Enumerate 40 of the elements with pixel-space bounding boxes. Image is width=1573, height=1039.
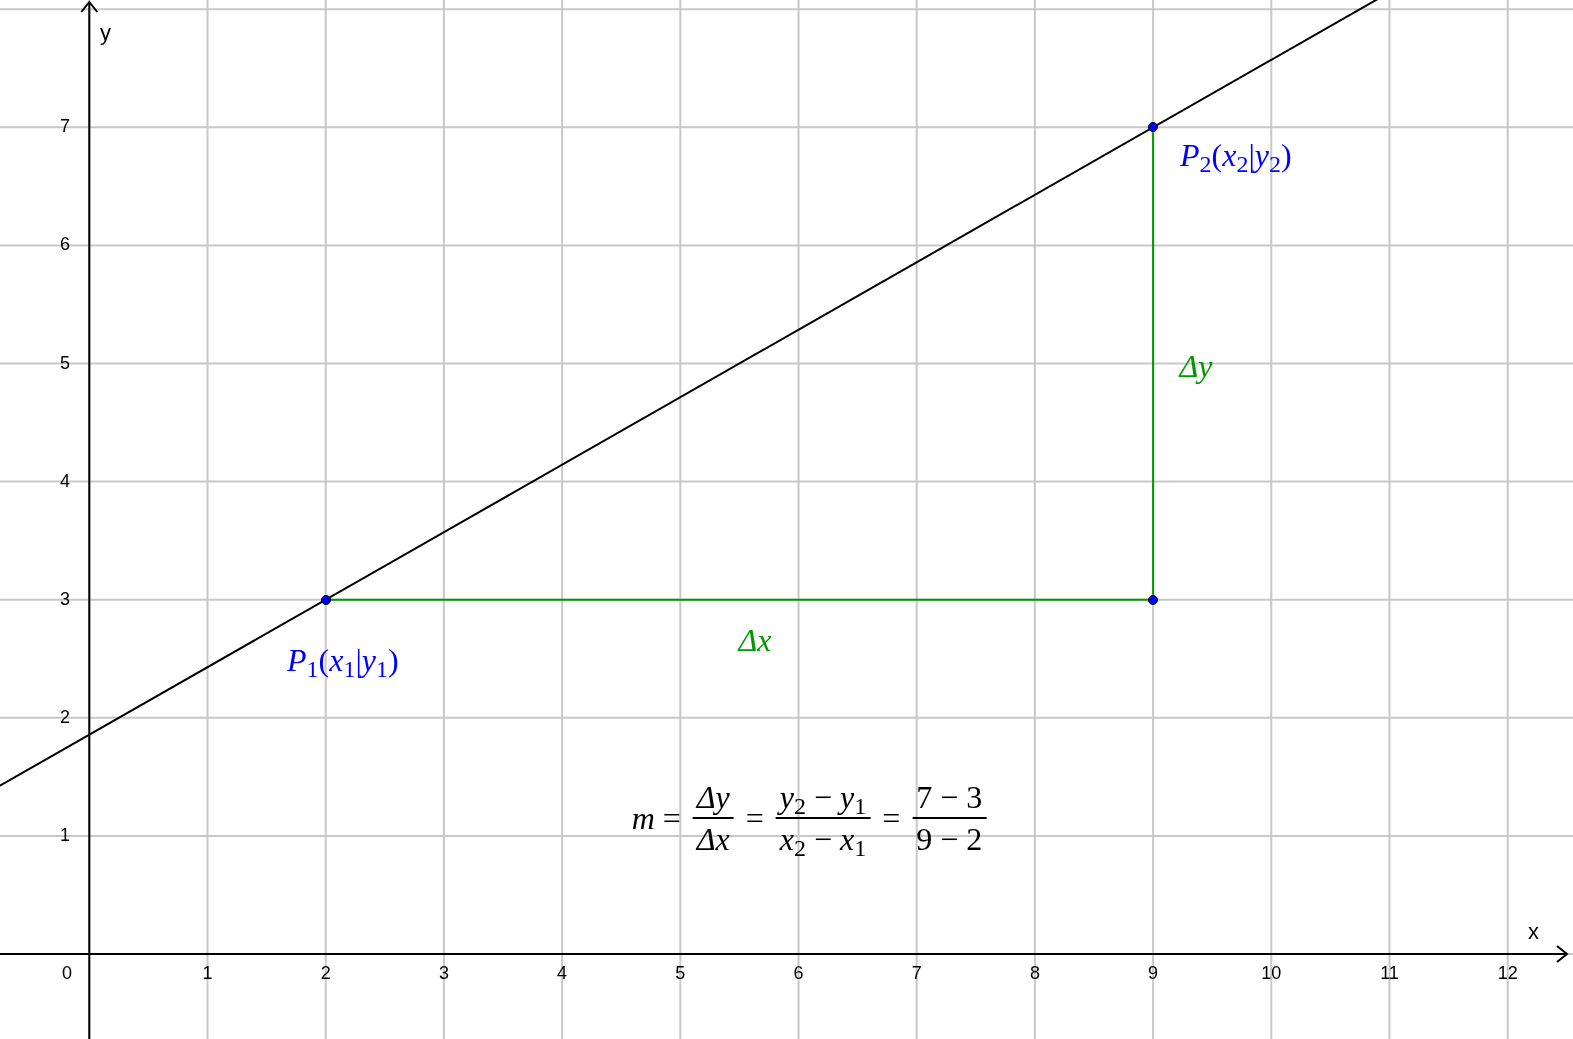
tick-label: 9 [1148, 964, 1159, 982]
tick-label: 2 [320, 964, 331, 982]
numerator: y$_{2}$ − y$_{1}$ [775, 777, 871, 819]
equals-sign: = [745, 799, 764, 838]
tick-label: 0 [62, 964, 72, 982]
denominator: 9 − 2 [915, 820, 984, 859]
point [1148, 122, 1159, 133]
triangle-side [329, 598, 1150, 601]
tick-label: 3 [438, 964, 449, 982]
formula-text: m = [631, 799, 681, 838]
numerator: 7 − 3 [912, 777, 987, 819]
tick-label: 4 [557, 964, 568, 982]
tick-label: 1 [60, 825, 70, 844]
edge-label: Δx [738, 624, 772, 656]
tick-label: 5 [60, 353, 70, 372]
point [1148, 594, 1159, 605]
numerator: Δy [692, 777, 734, 819]
tick-label: 1 [202, 964, 213, 982]
axis-label: x [1528, 918, 1539, 946]
tick-label: 12 [1497, 964, 1518, 982]
triangle-side [1152, 131, 1155, 596]
tick-label: 6 [60, 235, 70, 254]
edge-label: Δy [1179, 350, 1213, 382]
axis-label: y [100, 19, 111, 47]
point-label: P$_{2}$(x$_{2}$|y$_{2}$) [1180, 136, 1292, 179]
denominator: x$_{2}$ − x$_{1}$ [778, 820, 868, 859]
tick-label: 6 [793, 964, 804, 982]
tick-label: 10 [1261, 964, 1282, 982]
equals-sign: = [882, 799, 901, 838]
point-label: P$_{1}$(x$_{1}$|y$_{1}$) [287, 641, 399, 684]
tick-label: 4 [60, 471, 70, 490]
denominator: Δx [694, 820, 731, 859]
tick-label: 3 [60, 589, 70, 608]
tick-label: 2 [60, 707, 70, 726]
tick-label: 7 [911, 964, 922, 982]
tick-label: 7 [60, 117, 70, 136]
point [320, 594, 331, 605]
tick-label: 11 [1380, 964, 1399, 982]
tick-label: 8 [1029, 964, 1040, 982]
tick-label: 5 [675, 964, 686, 982]
